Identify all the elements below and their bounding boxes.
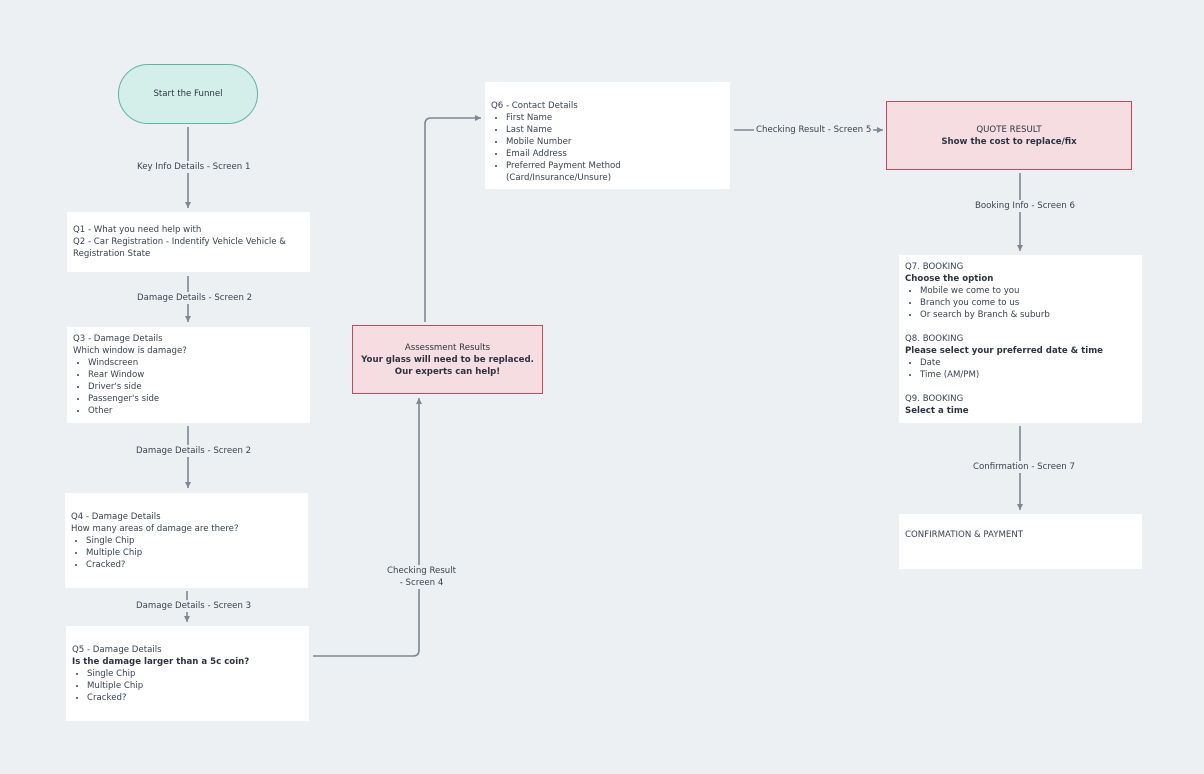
- q7-option: Mobile we come to you: [920, 285, 1136, 297]
- node-q6: Q6 - Contact Details First Name Last Nam…: [485, 82, 730, 189]
- edge-label-checking-screen-4-line2: - Screen 4: [399, 578, 444, 588]
- q4-title: Q4 - Damage Details: [71, 512, 161, 522]
- node-q1-q2: Q1 - What you need help with Q2 - Car Re…: [67, 212, 310, 272]
- q8-option: Date: [920, 357, 1136, 369]
- node-q5: Q5 - Damage Details Is the damage larger…: [66, 626, 309, 721]
- node-q3: Q3 - Damage Details Which window is dama…: [67, 327, 310, 423]
- q8-option: Time (AM/PM): [920, 369, 1136, 381]
- q7-option: Or search by Branch & suburb: [920, 309, 1136, 321]
- q3-question: Which window is damage?: [73, 346, 187, 356]
- q3-option: Rear Window: [88, 369, 304, 381]
- q5-options: Single Chip Multiple Chip Cracked?: [72, 668, 303, 704]
- q1-line: Q1 - What you need help with: [73, 225, 202, 235]
- q2-line-continued: Registration State: [73, 249, 151, 259]
- q5-option: Cracked?: [87, 692, 303, 704]
- q4-option: Cracked?: [86, 559, 302, 571]
- assessment-title: Assessment Results: [404, 342, 491, 353]
- edge-label-checking-screen-4-line1: Checking Result: [387, 566, 457, 576]
- node-q4: Q4 - Damage Details How many areas of da…: [65, 493, 308, 588]
- q5-title: Q5 - Damage Details: [72, 645, 162, 655]
- q6-option: Mobile Number: [506, 136, 724, 148]
- q6-options: First Name Last Name Mobile Number Email…: [491, 112, 724, 184]
- q9-question: Select a time: [905, 406, 969, 416]
- node-booking: Q7. BOOKING Choose the option Mobile we …: [899, 255, 1142, 423]
- node-confirmation-payment: CONFIRMATION & PAYMENT: [899, 514, 1142, 569]
- q6-option: Email Address: [506, 148, 724, 160]
- q5-option: Single Chip: [87, 668, 303, 680]
- edge-label-checking-screen-5: Checking Result - Screen 5: [754, 124, 874, 136]
- q7-title: Q7. BOOKING: [905, 262, 964, 272]
- edge-label-damage-screen-3: Damage Details - Screen 3: [134, 600, 254, 612]
- connector-q5-to-assessment: [313, 398, 422, 657]
- q9-title: Q9. BOOKING: [905, 394, 964, 404]
- edge-label-damage-screen-2a: Damage Details - Screen 2: [135, 292, 255, 304]
- confirmation-title: CONFIRMATION & PAYMENT: [905, 530, 1024, 540]
- q3-option: Windscreen: [88, 357, 304, 369]
- q4-question: How many areas of damage are there?: [71, 524, 239, 534]
- q5-question: Is the damage larger than a 5c coin?: [72, 657, 250, 667]
- edge-label-damage-screen-2b: Damage Details - Screen 2: [134, 445, 254, 457]
- q3-title: Q3 - Damage Details: [73, 334, 163, 344]
- q5-option: Multiple Chip: [87, 680, 303, 692]
- edge-label-confirmation-screen-7: Confirmation - Screen 7: [971, 461, 1077, 473]
- q3-option: Driver's side: [88, 381, 304, 393]
- edge-label-key-info: Key Info Details - Screen 1: [135, 161, 253, 173]
- q6-option: Preferred Payment Method (Card/Insurance…: [506, 160, 724, 184]
- q3-option: Other: [88, 405, 304, 417]
- node-assessment-results: Assessment Results Your glass will need …: [352, 325, 543, 394]
- start-node: Start the Funnel: [118, 64, 258, 124]
- node-quote-result: QUOTE RESULT Show the cost to replace/fi…: [886, 101, 1132, 170]
- q8-question: Please select your preferred date & time: [905, 346, 1104, 356]
- assessment-line-1: Your glass will need to be replaced.: [361, 354, 534, 365]
- q4-option: Multiple Chip: [86, 547, 302, 559]
- q6-title: Q6 - Contact Details: [491, 101, 578, 111]
- q6-option: First Name: [506, 112, 724, 124]
- assessment-line-2: Our experts can help!: [394, 366, 501, 377]
- q3-options: Windscreen Rear Window Driver's side Pas…: [73, 357, 304, 417]
- q8-title: Q8. BOOKING: [905, 334, 964, 344]
- connector-assessment-to-q6: [424, 115, 481, 322]
- q7-question: Choose the option: [905, 274, 994, 284]
- q4-option: Single Chip: [86, 535, 302, 547]
- start-label: Start the Funnel: [153, 89, 223, 99]
- q7-option: Branch you come to us: [920, 297, 1136, 309]
- edge-label-booking-screen-6: Booking Info - Screen 6: [973, 200, 1077, 212]
- quote-subtitle: Show the cost to replace/fix: [941, 136, 1077, 147]
- q6-option: Last Name: [506, 124, 724, 136]
- q2-line: Q2 - Car Registration - Indentify Vehicl…: [73, 237, 286, 247]
- q3-option: Passenger's side: [88, 393, 304, 405]
- q4-options: Single Chip Multiple Chip Cracked?: [71, 535, 302, 571]
- edge-label-checking-screen-4: Checking Result - Screen 4: [385, 565, 459, 589]
- q8-options: Date Time (AM/PM): [905, 357, 1136, 381]
- q7-options: Mobile we come to you Branch you come to…: [905, 285, 1136, 321]
- quote-title: QUOTE RESULT: [976, 124, 1042, 135]
